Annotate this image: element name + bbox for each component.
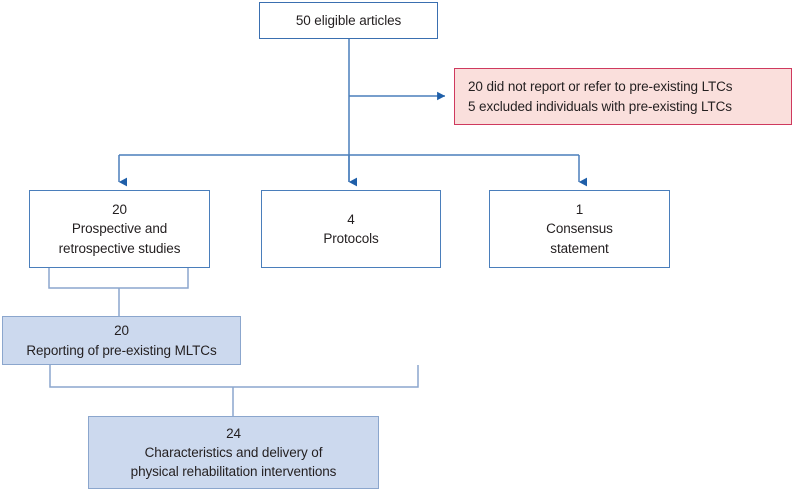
- node-protocols: 4 Protocols: [261, 190, 441, 268]
- node-eligible-articles-line-0: 50 eligible articles: [295, 12, 402, 28]
- node-excluded-articles-line-1: 5 excluded individuals with pre-existing…: [468, 98, 732, 114]
- node-prospective-retrospective-studies: 20 Prospective and retrospective studies: [29, 190, 210, 268]
- node-consensus-statement: 1 Consensus statement: [489, 190, 670, 268]
- node-studies-line-1: Prospective and: [71, 221, 168, 237]
- node-mltc-line-1: Reporting of pre-existing MLTCs: [26, 342, 217, 358]
- node-studies-line-2: retrospective studies: [58, 240, 181, 256]
- node-eligible-articles: 50 eligible articles: [259, 2, 438, 39]
- node-excluded-articles: 20 did not report or refer to pre-existi…: [454, 68, 792, 125]
- node-characteristics-count: 24: [226, 425, 241, 441]
- node-mltc-count: 20: [114, 323, 129, 339]
- node-protocols-line-1: Protocols: [323, 231, 379, 246]
- edge-studies-bracket: [48, 268, 189, 289]
- node-characteristics-delivery: 24 Characteristics and delivery of physi…: [88, 416, 379, 489]
- node-consensus-count: 1: [575, 202, 584, 218]
- node-excluded-articles-line-0: 20 did not report or refer to pre-existi…: [468, 79, 733, 95]
- node-protocols-count: 4: [347, 211, 355, 227]
- node-reporting-pre-existing-mltcs: 20 Reporting of pre-existing MLTCs: [2, 316, 241, 365]
- node-consensus-line-2: statement: [550, 240, 609, 256]
- node-studies-count: 20: [112, 202, 127, 218]
- node-characteristics-line-2: physical rehabilitation interventions: [130, 464, 337, 480]
- edge-mltc-bracket: [49, 365, 419, 388]
- node-consensus-line-1: Consensus: [546, 221, 613, 237]
- node-characteristics-line-1: Characteristics and delivery of: [144, 444, 323, 460]
